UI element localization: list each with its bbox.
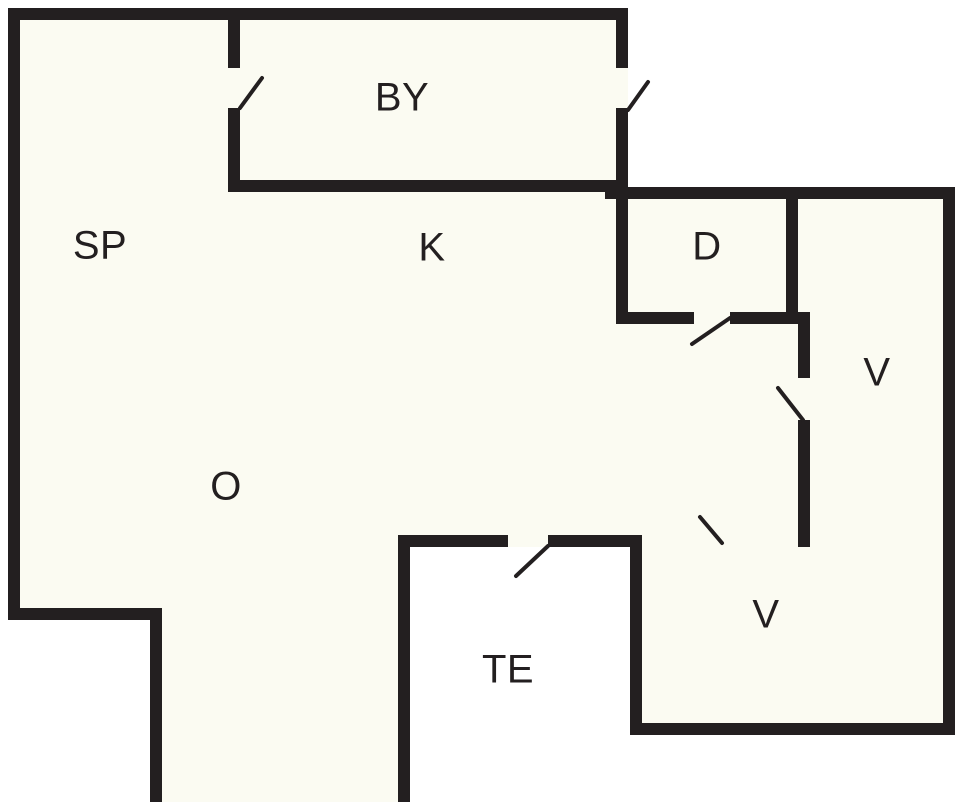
swing-te-top xyxy=(514,544,550,578)
by-left-b xyxy=(228,108,240,188)
door-swings xyxy=(238,76,805,578)
d-right xyxy=(786,192,798,322)
outer-right-upper-b xyxy=(616,108,628,193)
room-label-o: O xyxy=(210,465,242,509)
outer-top-left xyxy=(8,8,628,20)
outer-left xyxy=(8,8,20,620)
d-bottom-right xyxy=(730,312,810,324)
room-label-te: TE xyxy=(482,648,534,692)
door-d-bottom xyxy=(694,312,730,324)
walls xyxy=(8,8,955,802)
swing-v-upper-left xyxy=(776,386,805,422)
swing-v-lower-top xyxy=(698,515,724,545)
door-v-upper-left xyxy=(798,378,810,420)
outer-right-upper xyxy=(616,8,628,68)
door-v-lower-top xyxy=(684,535,724,547)
by-bottom xyxy=(228,180,628,192)
room-label-sp: SP xyxy=(73,224,127,268)
room-label-v_lower: V xyxy=(752,593,779,637)
v-upper-left-b xyxy=(798,420,810,547)
room-label-d: D xyxy=(692,225,721,269)
v-lower-left xyxy=(630,535,642,735)
door-by-left xyxy=(228,68,240,108)
room-label-by: BY xyxy=(375,76,429,120)
swing-by-right xyxy=(626,80,650,112)
d-bottom-left xyxy=(616,312,694,324)
room-labels: SP BY K D V O V TE xyxy=(73,76,890,692)
outer-bottom-right xyxy=(630,723,955,735)
swing-d-bottom xyxy=(690,316,732,346)
by-left xyxy=(228,8,240,68)
te-left xyxy=(398,535,410,802)
floor-area xyxy=(8,8,955,802)
outer-step-h xyxy=(8,608,162,620)
d-left xyxy=(616,192,628,322)
wall-right-top xyxy=(605,187,955,199)
swing-by-left xyxy=(238,76,264,110)
door-te-top xyxy=(508,535,548,547)
door-by-right xyxy=(616,68,628,108)
room-label-k: K xyxy=(418,226,445,270)
v-upper-left-a xyxy=(798,312,810,378)
room-label-v_upper: V xyxy=(863,351,890,395)
door-openings xyxy=(228,68,810,547)
outer-right xyxy=(943,187,955,735)
outer-step-v xyxy=(150,608,162,802)
